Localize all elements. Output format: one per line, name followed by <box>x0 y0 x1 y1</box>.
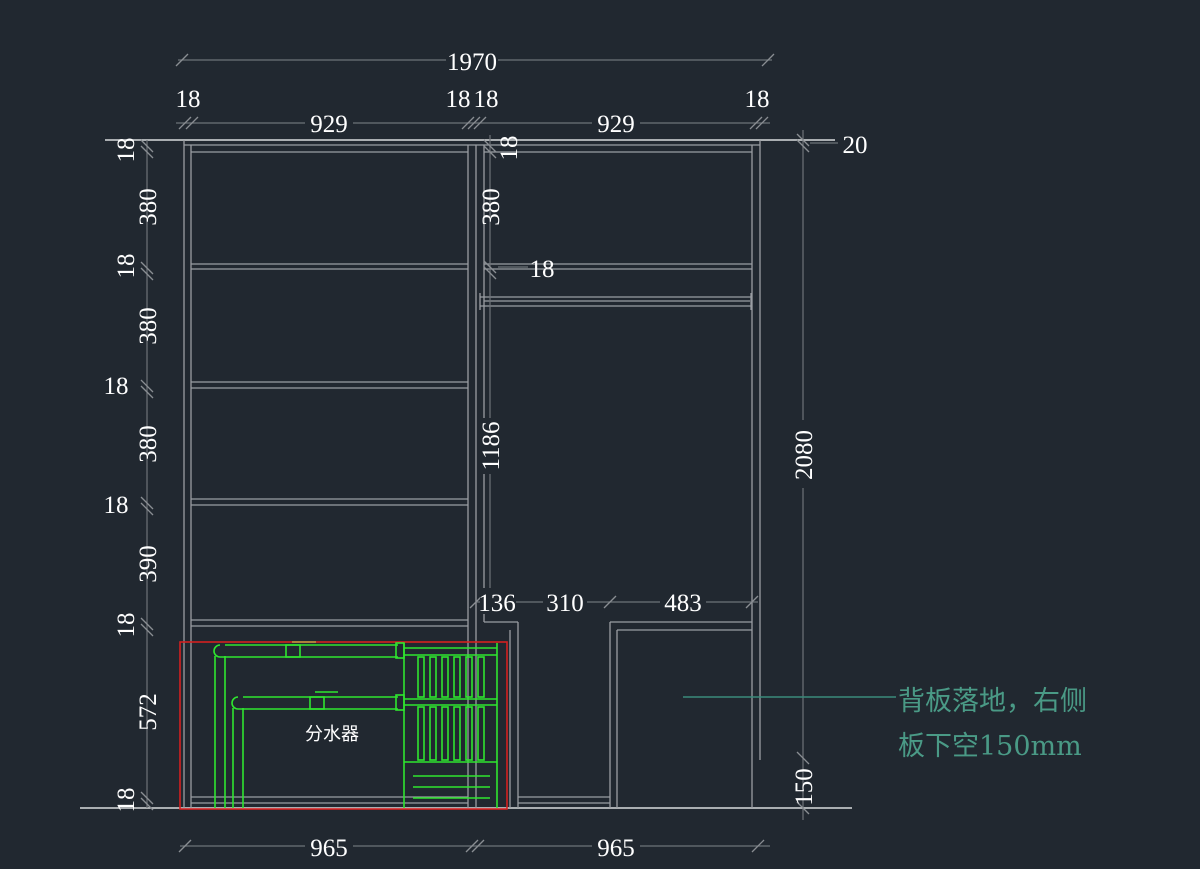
top-dimensions: 18 929 18 18 929 18 <box>176 86 770 138</box>
dim-right-shelf: 18 <box>530 256 555 283</box>
manifold-outlet-tube <box>477 656 485 698</box>
manifold-outlet-tube <box>465 706 473 761</box>
fixture-label: 分水器 <box>305 724 359 745</box>
manifold-outlet-tube <box>429 706 437 761</box>
dim-shelf-2: 18 <box>104 373 129 400</box>
dim-right-top-board: 18 <box>496 136 523 161</box>
dim-right-bay: 929 <box>597 111 635 138</box>
middle-dimensions: 18 380 18 1186 <box>478 135 555 600</box>
right-dimensions: 20 2080 150 <box>791 130 868 820</box>
note-line-1: 背板落地，右侧 <box>898 686 1087 717</box>
dim-lower-opening: 310 <box>546 590 584 617</box>
lower-right-dimensions: 136 310 483 <box>469 588 759 617</box>
dim-left-side: 18 <box>176 86 201 113</box>
dim-lower-left-gap: 136 <box>478 590 516 617</box>
dim-shelf-1: 18 <box>113 254 140 279</box>
cabinet-body <box>183 140 761 808</box>
dim-shelf-4: 18 <box>113 613 140 638</box>
dim-top-board: 18 <box>113 138 140 163</box>
note-line-2: 板下空150mm <box>898 731 1082 762</box>
dim-mid-panel-a: 18 <box>446 86 471 113</box>
annotation-note[interactable]: 背板落地，右侧 板下空150mm <box>683 686 1087 762</box>
manifold-outlet-tube <box>441 656 449 698</box>
dim-bottom-board: 18 <box>113 788 140 813</box>
manifold-outlet-tube <box>429 656 437 698</box>
dim-right-width: 965 <box>597 835 635 862</box>
dim-left-width: 965 <box>310 835 348 862</box>
manifold-outlet-tube <box>417 706 425 761</box>
manifold-outlet-tube <box>477 706 485 761</box>
dim-shelf-gap-4: 390 <box>135 545 162 583</box>
dim-right-shelf-gap: 380 <box>478 188 505 226</box>
dim-bottom-gap: 572 <box>135 693 162 731</box>
dim-shelf-gap-1: 380 <box>135 188 162 226</box>
manifold-outlet-tube <box>465 656 473 698</box>
dim-mid-panel-b: 18 <box>474 86 499 113</box>
dim-top-gap: 20 <box>843 132 868 159</box>
manifold-outlet-tube <box>453 656 461 698</box>
dim-shelf-3: 18 <box>104 492 129 519</box>
overall-width-dimension: 1970 <box>175 46 775 76</box>
dim-total-height: 2080 <box>791 430 818 480</box>
manifold-outlet-tube <box>453 706 461 761</box>
dim-right-side: 18 <box>745 86 770 113</box>
dim-lower-cabinet: 483 <box>664 590 702 617</box>
water-manifold-fixture[interactable]: 分水器 <box>179 641 508 810</box>
dim-shelf-gap-3: 380 <box>135 425 162 463</box>
left-dimensions: 18 380 18 380 18 380 18 390 18 572 18 <box>104 138 163 813</box>
bottom-dimensions: 965 965 <box>178 833 770 862</box>
dim-shelf-gap-2: 380 <box>135 307 162 345</box>
dim-left-bay: 929 <box>310 111 348 138</box>
selection-highlight <box>179 641 508 810</box>
dim-hanging-height: 1186 <box>478 421 505 470</box>
hanging-rod <box>479 293 752 310</box>
manifold-outlet-tube <box>417 656 425 698</box>
manifold-outlet-tube <box>441 706 449 761</box>
dim-overall-width: 1970 <box>447 49 497 76</box>
dim-side-gap: 150 <box>791 768 818 806</box>
